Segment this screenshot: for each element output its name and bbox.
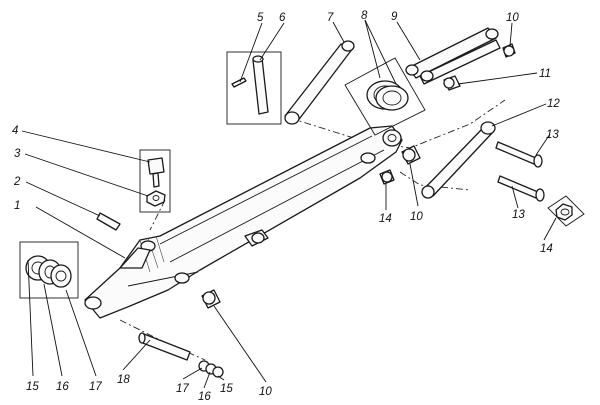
small-bushing-middle	[379, 169, 395, 185]
callout-17-left: 17	[89, 381, 102, 393]
shock-link-upper	[284, 40, 355, 125]
callout-16-right: 16	[198, 391, 211, 403]
trailing-arm	[84, 125, 403, 319]
callout-labels: 1 2 3 4 5 6 7 8 9 10 11 12 13 13 14 14 1…	[12, 10, 560, 403]
bushing-middle-10	[401, 145, 421, 165]
washer-stack	[198, 360, 224, 378]
callout-15-left: 15	[26, 381, 39, 393]
callout-10-top: 10	[506, 12, 519, 24]
callout-5: 5	[257, 12, 264, 24]
callout-13-lower: 13	[512, 209, 525, 221]
callout-17-right: 17	[176, 383, 189, 395]
callout-9: 9	[391, 11, 398, 23]
callout-12: 12	[547, 98, 560, 110]
upper-link	[405, 27, 501, 85]
callout-18: 18	[117, 374, 130, 386]
callout-10-middle: 10	[410, 211, 423, 223]
callout-2: 2	[13, 176, 21, 188]
callout-11: 11	[539, 68, 551, 80]
long-pin	[138, 332, 191, 361]
callout-15-right: 15	[220, 383, 233, 395]
arm-front-bushing-eye	[84, 296, 102, 310]
callout-16-left: 16	[56, 381, 69, 393]
bushing-set-inset	[19, 241, 79, 299]
callout-8: 8	[361, 10, 368, 22]
small-bushing-top	[502, 43, 516, 58]
pin-lower	[497, 175, 545, 202]
callout-10-bottom: 10	[259, 386, 272, 398]
small-pin	[96, 212, 121, 231]
arm-rear-eye	[382, 129, 402, 147]
bolt-inset	[139, 149, 171, 213]
callout-7: 7	[327, 12, 334, 24]
callout-4: 4	[12, 125, 18, 137]
bushing-assembly-inset	[344, 57, 426, 136]
nut-inset-right	[547, 195, 585, 227]
callout-14-middle: 14	[379, 213, 392, 225]
callout-1: 1	[14, 200, 20, 212]
lower-link	[421, 121, 496, 199]
callout-6: 6	[279, 12, 286, 24]
callout-14-right: 14	[540, 243, 553, 255]
sleeve-part	[443, 75, 461, 91]
bushing-lower-10	[201, 289, 221, 309]
pin-upper	[495, 141, 543, 168]
leader-lines	[21, 19, 557, 389]
pin-and-cotter-inset	[226, 51, 282, 125]
callout-3: 3	[14, 148, 21, 160]
callout-13-upper: 13	[546, 129, 559, 141]
